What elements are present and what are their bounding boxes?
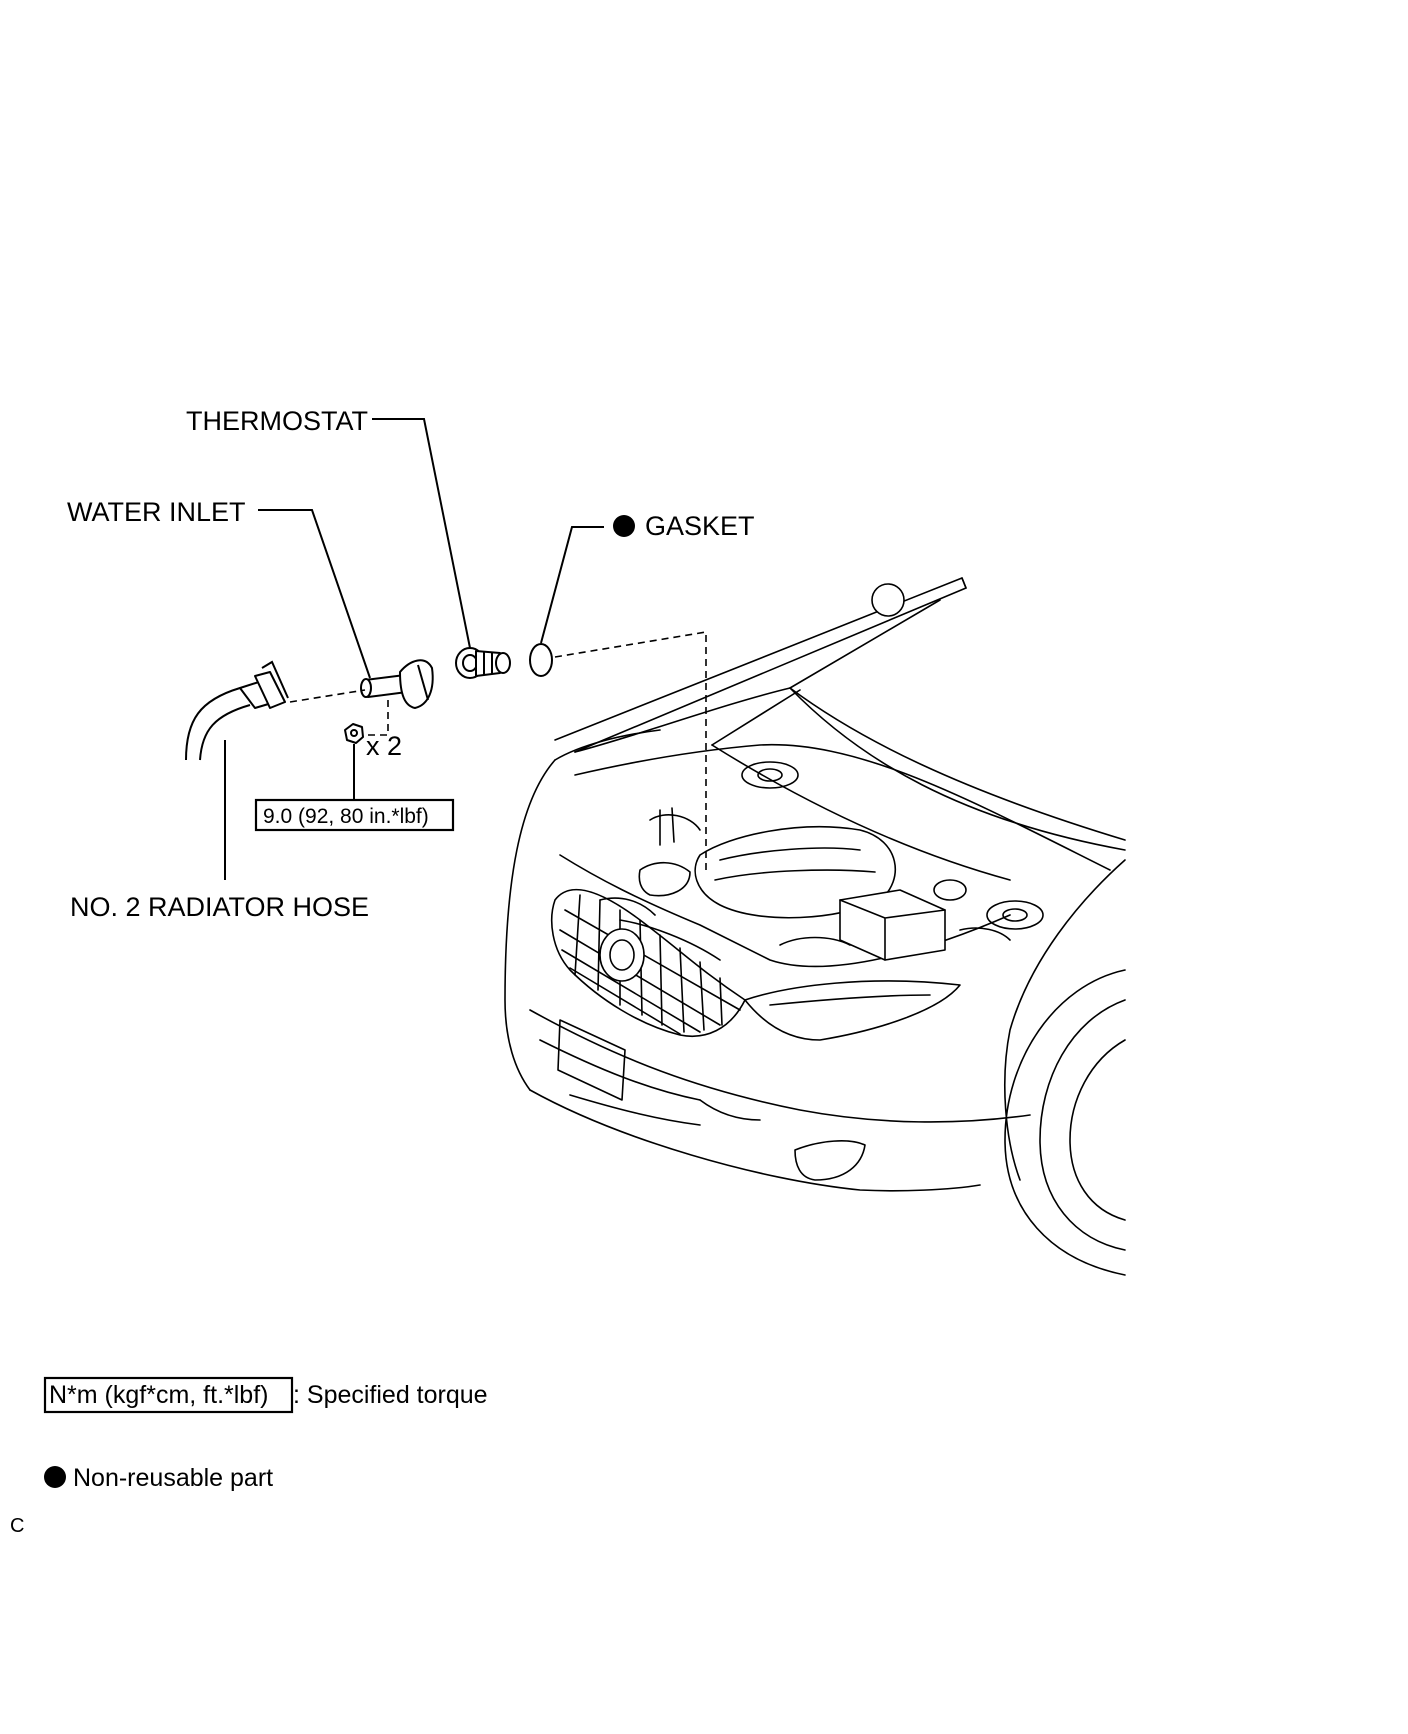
thermostat-label: THERMOSTAT	[186, 406, 368, 436]
nut-part	[344, 723, 364, 744]
radiator-hose-part	[185, 660, 289, 761]
nonreusable-marker-icon	[613, 515, 635, 537]
legend-nonreusable-desc: Non-reusable part	[73, 1464, 273, 1492]
legend-torque-unit-box	[43, 1376, 294, 1414]
leader-thermostat	[372, 418, 471, 649]
legend-torque-unit: N*m (kgf*cm, ft.*lbf)	[49, 1381, 268, 1409]
thermostat-part	[455, 647, 511, 679]
assembly-line-hose	[289, 689, 366, 703]
assembly-line-gasket	[554, 631, 707, 870]
bolt-quantity-label: x 2	[366, 731, 402, 761]
torque-spec-value: 9.0 (92, 80 in.*lbf)	[263, 805, 429, 828]
water-inlet-part	[360, 659, 434, 709]
gasket-label: GASKET	[645, 511, 755, 541]
legend: N*m (kgf*cm, ft.*lbf) : Specified torque…	[43, 1376, 488, 1492]
gasket-part	[529, 643, 553, 677]
radiator-hose-label: NO. 2 RADIATOR HOSE	[70, 892, 369, 922]
legend-torque-desc: : Specified torque	[293, 1381, 488, 1409]
legend-nonreusable-icon	[44, 1466, 66, 1488]
car-front-illustration	[504, 577, 1126, 1276]
leader-gasket	[540, 526, 604, 644]
water-inlet-label: WATER INLET	[67, 497, 246, 527]
leader-water-inlet	[258, 509, 371, 679]
torque-spec-box	[254, 798, 455, 832]
corner-mark: C	[10, 1515, 24, 1537]
assembly-line-nut	[365, 700, 389, 736]
